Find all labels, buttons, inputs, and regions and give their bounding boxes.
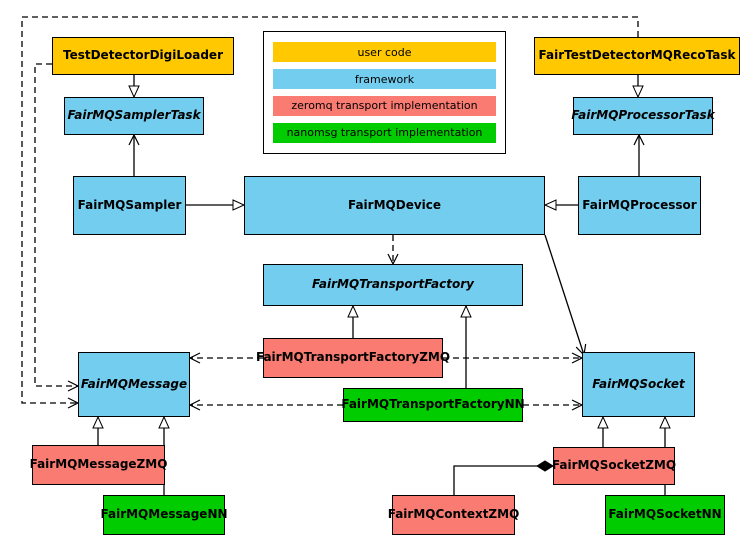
node-fairmqdevice[interactable]: FairMQDevice: [244, 176, 545, 235]
node-fairmqsampler[interactable]: FairMQSampler: [73, 176, 186, 235]
legend-item-framework: framework: [273, 69, 496, 90]
node-fairmqtransportfactoryzmq[interactable]: FairMQTransportFactoryZMQ: [256, 338, 450, 378]
node-fairmqtransportfactorynn[interactable]: FairMQTransportFactoryNN: [341, 388, 525, 422]
node-fairmqmessagenn[interactable]: FairMQMessageNN: [100, 495, 228, 535]
node-fairmqcontextzmq[interactable]: FairMQContextZMQ: [388, 495, 519, 535]
node-fairmqsocket[interactable]: FairMQSocket: [582, 352, 695, 417]
legend: user code framework zeromq transport imp…: [263, 31, 506, 154]
legend-item-nanomsg: nanomsg transport implementation: [273, 122, 496, 143]
legend-item-user-code: user code: [273, 42, 496, 63]
node-fairmqsocketnn[interactable]: FairMQSocketNN: [605, 495, 725, 535]
legend-item-zeromq: zeromq transport implementation: [273, 95, 496, 116]
node-fairmqtransportfactory[interactable]: FairMQTransportFactory: [263, 264, 523, 306]
node-fairmqprocessortask[interactable]: FairMQProcessorTask: [571, 97, 715, 135]
node-testdetectordigiloader[interactable]: TestDetectorDigiLoader: [52, 37, 234, 75]
node-fairmqmessage[interactable]: FairMQMessage: [78, 352, 190, 417]
edge-device-socket: [544, 234, 587, 357]
node-fairmqmessagezmq[interactable]: FairMQMessageZMQ: [30, 445, 167, 485]
node-fairmqsamplertask[interactable]: FairMQSamplerTask: [64, 97, 204, 135]
node-fairtestdetectormqrecotask[interactable]: FairTestDetectorMQRecoTask: [534, 37, 740, 75]
edge-socketzmq-contextzmq: [453, 460, 554, 495]
node-fairmqsocketzmq[interactable]: FairMQSocketZMQ: [552, 447, 676, 485]
node-fairmqprocessor[interactable]: FairMQProcessor: [578, 176, 701, 235]
